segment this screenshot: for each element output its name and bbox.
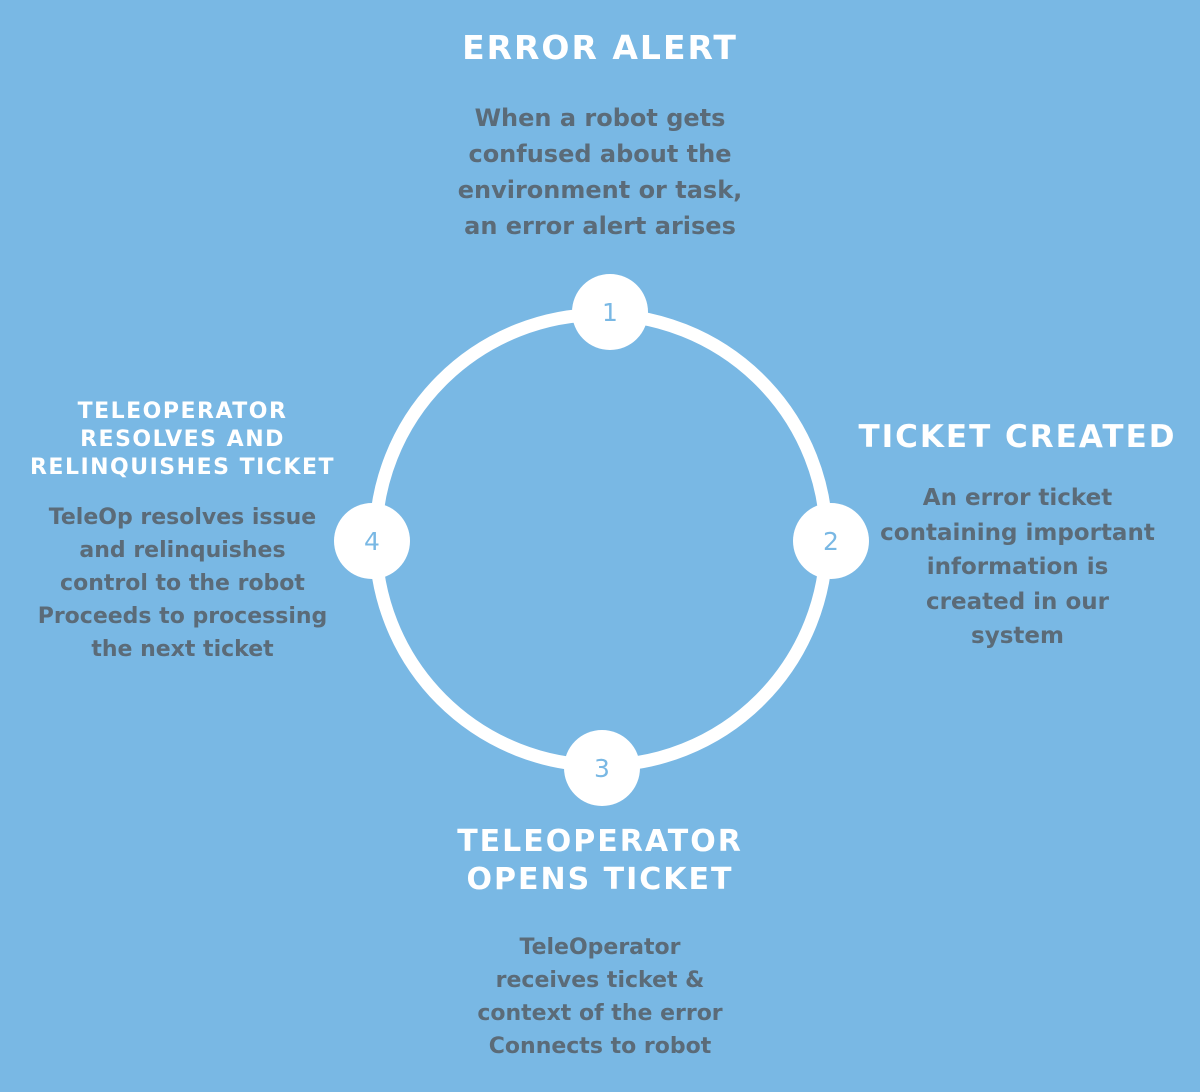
step-4-description-line: control to the robot [60,571,305,596]
step-4-description-line: Proceeds to processing [37,604,328,629]
step-2-number: 2 [823,526,839,556]
step-2-title-line: TICKET CREATED [858,419,1177,455]
step-2-description-line: containing important [880,519,1155,546]
step-1-description-line: environment or task, [457,176,743,204]
step-4-node: 4 [334,503,410,579]
step-3-title: TELEOPERATOR OPENS TICKET [400,823,800,899]
step-3-block: TELEOPERATOR OPENS TICKET TeleOperator r… [400,823,800,1063]
step-3-node: 3 [564,730,640,806]
step-2-description-line: created in our [926,588,1109,615]
step-3-title-line: TELEOPERATOR [457,824,743,859]
step-4-description: TeleOp resolves issue and relinquishes c… [10,501,355,666]
step-2-description: An error ticket containing important inf… [845,481,1190,654]
step-3-description-line: Connects to robot [488,1034,712,1059]
step-1-title: ERROR ALERT [400,28,800,68]
step-1-node: 1 [572,274,648,350]
step-3-title-line: OPENS TICKET [466,862,734,897]
step-1-title-line: ERROR ALERT [462,28,738,67]
step-3-description: TeleOperator receives ticket & context o… [400,931,800,1063]
step-1-number: 1 [602,297,618,327]
step-4-description-line: the next ticket [91,637,274,662]
step-4-description-line: and relinquishes [79,538,286,563]
step-2-description-line: system [971,623,1064,649]
step-4-title-line: TELEOPERATOR [77,399,288,424]
step-1-description-line: confused about the [468,140,732,168]
step-1-description-line: When a robot gets [474,104,726,132]
step-2-description-line: information is [926,554,1109,580]
step-4-title: TELEOPERATOR RESOLVES AND RELINQUISHES T… [10,398,355,482]
step-4-title-line: RELINQUISHES TICKET [29,455,336,480]
step-4-title-line: RESOLVES AND [80,427,285,452]
step-4-description-line: TeleOp resolves issue [48,505,317,530]
step-2-node: 2 [793,503,869,579]
step-2-description-line: An error ticket [922,485,1113,511]
step-4-number: 4 [364,526,380,556]
step-1-description: When a robot gets confused about the env… [400,100,800,244]
step-1-block: ERROR ALERT When a robot gets confused a… [400,28,800,244]
step-3-number: 3 [594,753,610,783]
step-1-description-line: an error alert arises [464,212,736,240]
step-2-title: TICKET CREATED [845,417,1190,457]
step-3-description-line: receives ticket & [495,968,705,993]
cycle-ring [369,308,833,772]
step-2-block: TICKET CREATED An error ticket containin… [845,417,1190,654]
step-3-description-line: TeleOperator [519,935,681,960]
step-3-description-line: context of the error [477,1001,723,1026]
step-4-block: TELEOPERATOR RESOLVES AND RELINQUISHES T… [10,398,355,666]
